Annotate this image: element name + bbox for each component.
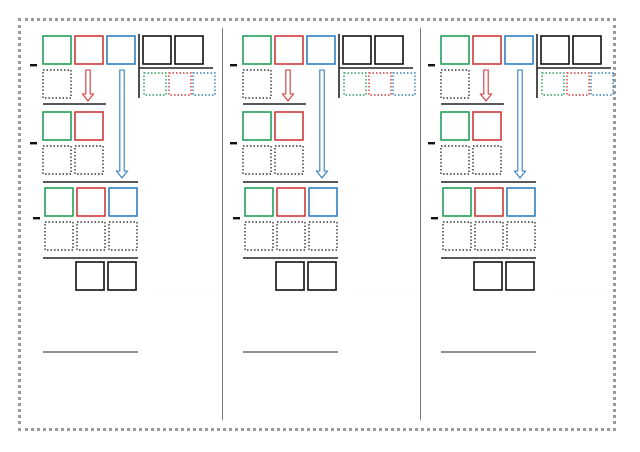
divisor-box-1-1: [142, 35, 172, 65]
product-1-box-2: [242, 69, 272, 99]
divisor-box-2-1: [174, 35, 204, 65]
dividend-digit-3-box-2: [306, 35, 336, 65]
remainder-1-digit-1-box-2: [242, 111, 272, 141]
remainder-1-digit-2-box-3: [472, 111, 502, 141]
dividend-digit-3-box-1: [106, 35, 136, 65]
dividend-digit-1-box-1: [42, 35, 72, 65]
remainder-1-digit-2-box-1: [74, 111, 104, 141]
divisor-box-1-3: [540, 35, 570, 65]
remainder-2-digit-2-box-1: [76, 187, 106, 217]
remainder-2-digit-3-box-2: [308, 187, 338, 217]
remainder-2-digit-1-box-2: [244, 187, 274, 217]
dividend-digit-1-box-2: [242, 35, 272, 65]
product-3-digit-1-box-2: [244, 221, 274, 251]
dividend-digit-2-box-2: [274, 35, 304, 65]
worksheet-border: [18, 18, 616, 431]
quotient-digit-2-box-2: [368, 72, 392, 96]
divisor-box-1-2: [342, 35, 372, 65]
final-remainder-digit-2-box-2: [307, 261, 337, 291]
bring-down-arrow-long-2: [315, 69, 329, 179]
remainder-2-digit-3-box-3: [506, 187, 536, 217]
minus-sign-1-3: [428, 64, 435, 67]
remainder-2-digit-1-box-1: [44, 187, 74, 217]
minus-sign-2-3: [428, 142, 435, 145]
final-remainder-digit-1-box-2: [275, 261, 305, 291]
quotient-digit-2-box-1: [168, 72, 192, 96]
product-3-digit-1-box-1: [44, 221, 74, 251]
product-2-digit-1-box-2: [242, 145, 272, 175]
column-divider-1: [222, 28, 223, 420]
quotient-digit-3-box-3: [590, 72, 614, 96]
division-layout-1: [30, 34, 216, 353]
remainder-2-digit-3-box-1: [108, 187, 138, 217]
final-remainder-digit-2-box-1: [107, 261, 137, 291]
quotient-digit-1-box-2: [343, 72, 367, 96]
minus-sign-3-2: [233, 217, 240, 220]
minus-sign-2-1: [30, 142, 37, 145]
product-3-digit-3-box-1: [108, 221, 138, 251]
quotient-digit-1-box-3: [541, 72, 565, 96]
quotient-digit-3-box-1: [192, 72, 216, 96]
quotient-digit-3-box-2: [392, 72, 416, 96]
quotient-digit-1-box-1: [143, 72, 167, 96]
column-divider-2: [420, 28, 421, 420]
quotient-digit-2-box-3: [566, 72, 590, 96]
remainder-2-digit-2-box-3: [474, 187, 504, 217]
product-2-digit-2-box-3: [472, 145, 502, 175]
final-remainder-digit-1-box-3: [473, 261, 503, 291]
minus-sign-3-3: [431, 217, 438, 220]
minus-sign-3-1: [33, 217, 40, 220]
dividend-digit-2-box-1: [74, 35, 104, 65]
product-3-digit-2-box-3: [474, 221, 504, 251]
final-remainder-digit-1-box-1: [75, 261, 105, 291]
product-1-box-3: [440, 69, 470, 99]
product-3-digit-2-box-1: [76, 221, 106, 251]
remainder-1-digit-1-box-3: [440, 111, 470, 141]
product-2-digit-2-box-1: [74, 145, 104, 175]
minus-sign-2-2: [230, 142, 237, 145]
product-1-box-1: [42, 69, 72, 99]
dividend-digit-2-box-3: [472, 35, 502, 65]
division-layout-3: [428, 34, 614, 353]
bring-down-arrow-long-3: [513, 69, 527, 179]
product-2-digit-1-box-3: [440, 145, 470, 175]
bring-down-arrow-short-2: [281, 69, 295, 102]
division-panel-3: [426, 0, 626, 452]
product-2-digit-2-box-2: [274, 145, 304, 175]
divisor-box-2-2: [374, 35, 404, 65]
remainder-1-digit-2-box-2: [274, 111, 304, 141]
minus-sign-1-1: [30, 64, 37, 67]
product-3-digit-2-box-2: [276, 221, 306, 251]
remainder-1-digit-1-box-1: [42, 111, 72, 141]
division-panel-1: [28, 0, 228, 452]
product-3-digit-3-box-3: [506, 221, 536, 251]
bring-down-arrow-short-1: [81, 69, 95, 102]
product-3-digit-1-box-3: [442, 221, 472, 251]
remainder-2-digit-2-box-2: [276, 187, 306, 217]
dividend-digit-3-box-3: [504, 35, 534, 65]
bring-down-arrow-short-3: [479, 69, 493, 102]
product-3-digit-3-box-2: [308, 221, 338, 251]
final-remainder-digit-2-box-3: [505, 261, 535, 291]
product-2-digit-1-box-1: [42, 145, 72, 175]
divisor-box-2-3: [572, 35, 602, 65]
remainder-2-digit-1-box-3: [442, 187, 472, 217]
minus-sign-1-2: [230, 64, 237, 67]
dividend-digit-1-box-3: [440, 35, 470, 65]
bring-down-arrow-long-1: [115, 69, 129, 179]
division-panel-2: [228, 0, 428, 452]
division-layout-2: [230, 34, 416, 353]
